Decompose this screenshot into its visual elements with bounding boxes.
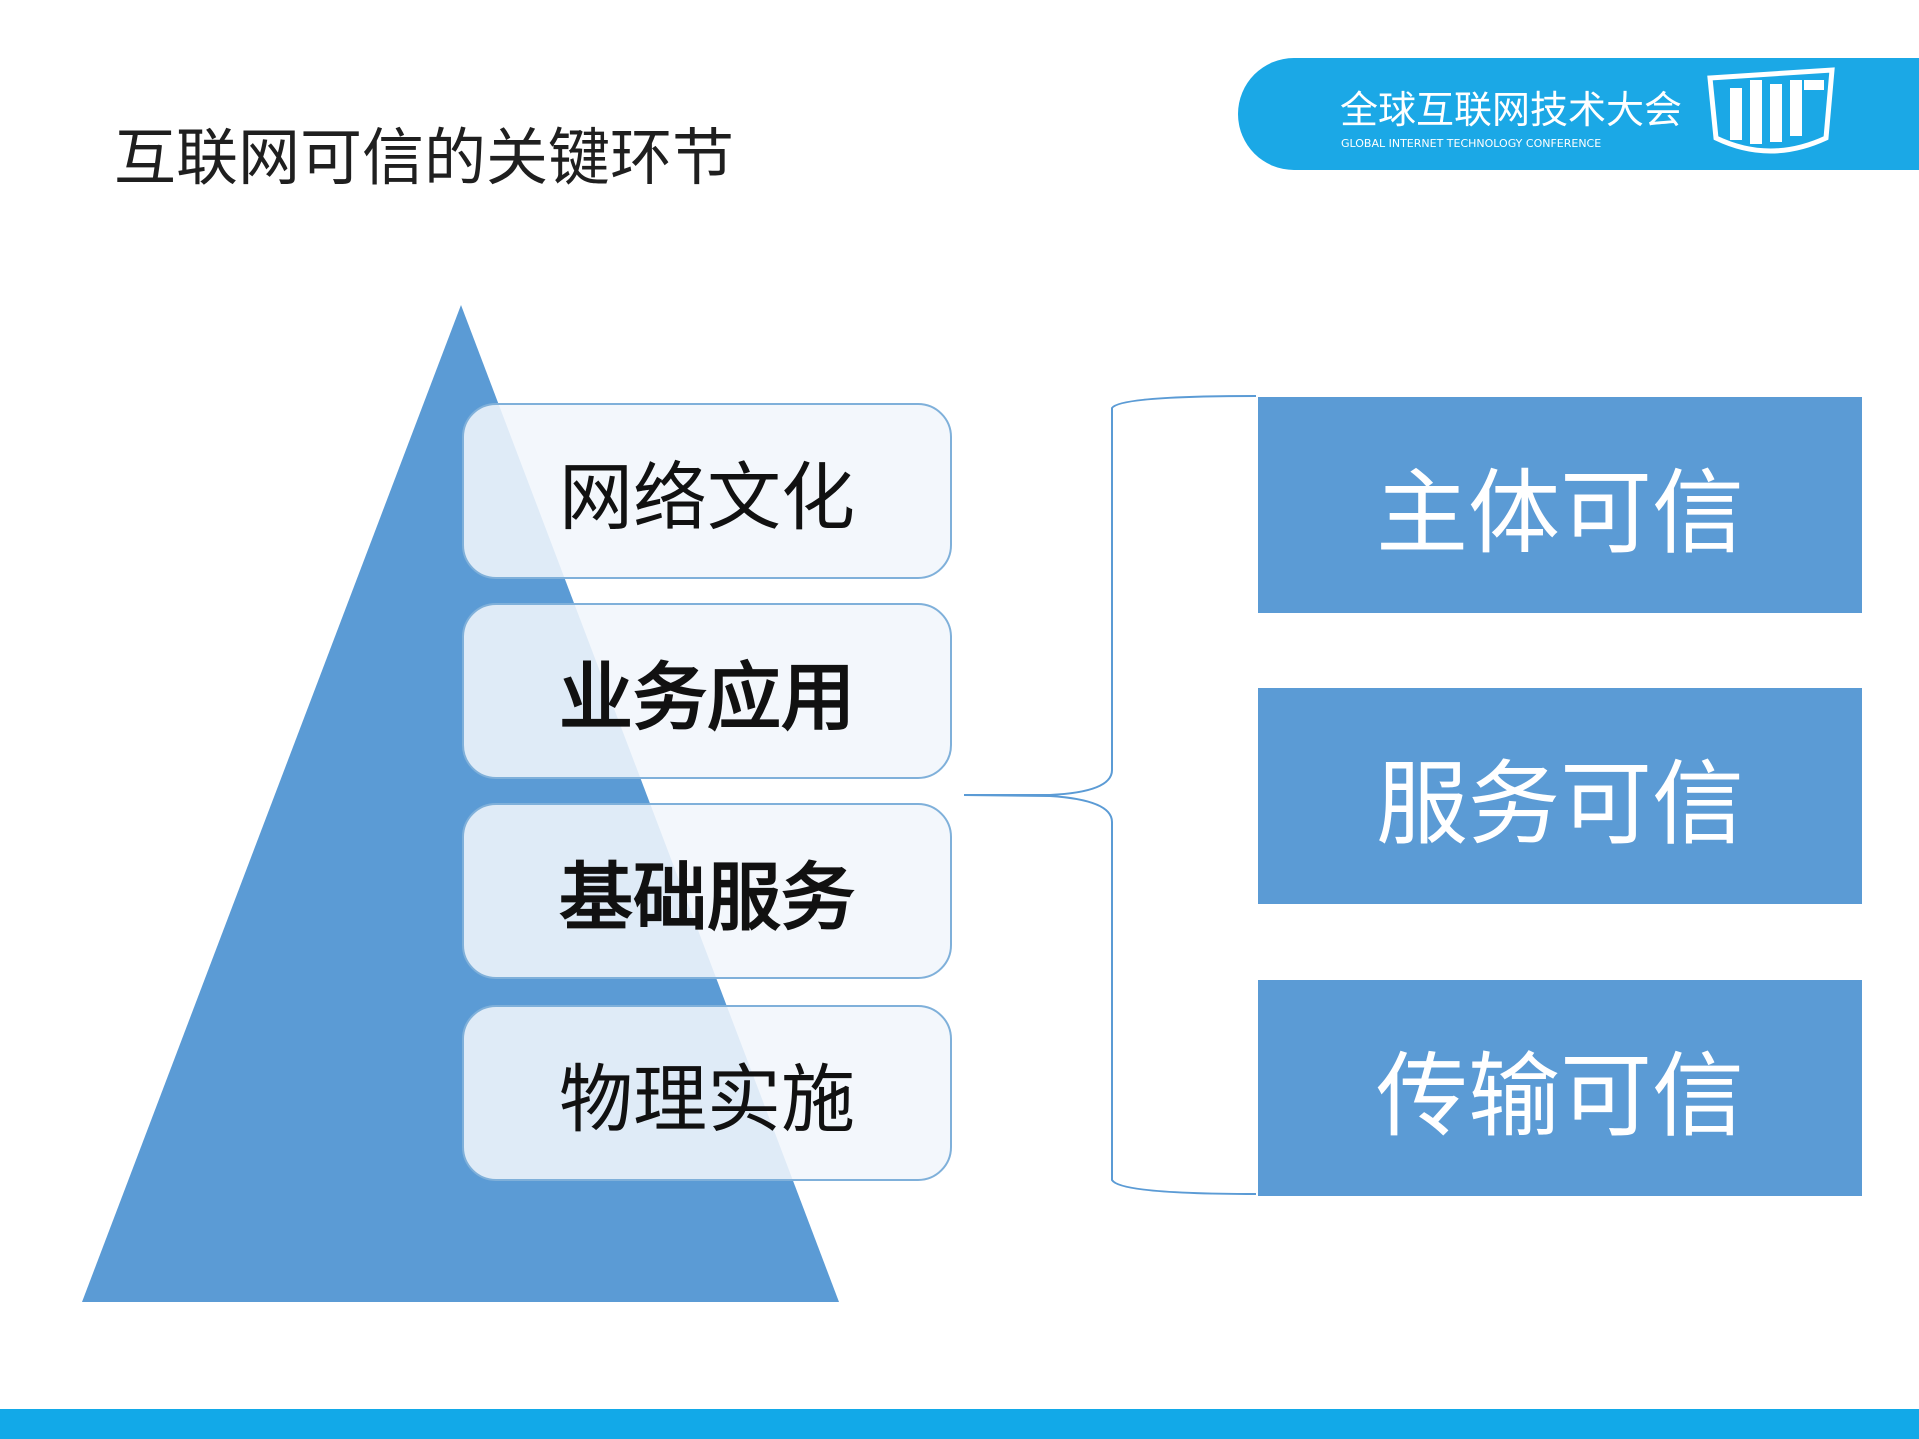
layer-card-business-app: 业务应用 [462, 603, 952, 779]
layer-label: 物理实施 [559, 1056, 855, 1143]
bottom-accent-bar [0, 1409, 1919, 1439]
trust-label: 主体可信 [1375, 459, 1744, 567]
layer-label: 业务应用 [559, 654, 855, 741]
logo-name-cn: 全球互联网技术大会 [1340, 88, 1683, 132]
layer-label: 网络文化 [559, 454, 855, 541]
trust-label: 服务可信 [1375, 750, 1744, 858]
slide-title: 互联网可信的关键环节 [114, 121, 735, 194]
trust-box-subject: 主体可信 [1258, 397, 1862, 613]
layer-label: 基础服务 [559, 854, 855, 941]
layer-card-physical-facility: 物理实施 [462, 1005, 952, 1181]
trust-label: 传输可信 [1375, 1042, 1744, 1150]
logo-name-en: GLOBAL INTERNET TECHNOLOGY CONFERENCE [1341, 137, 1602, 150]
layer-card-basic-service: 基础服务 [462, 803, 952, 979]
trust-box-transport: 传输可信 [1258, 980, 1862, 1196]
gitc-logo-icon [1707, 67, 1835, 154]
trust-box-service: 服务可信 [1258, 688, 1862, 904]
layer-card-network-culture: 网络文化 [462, 403, 952, 579]
